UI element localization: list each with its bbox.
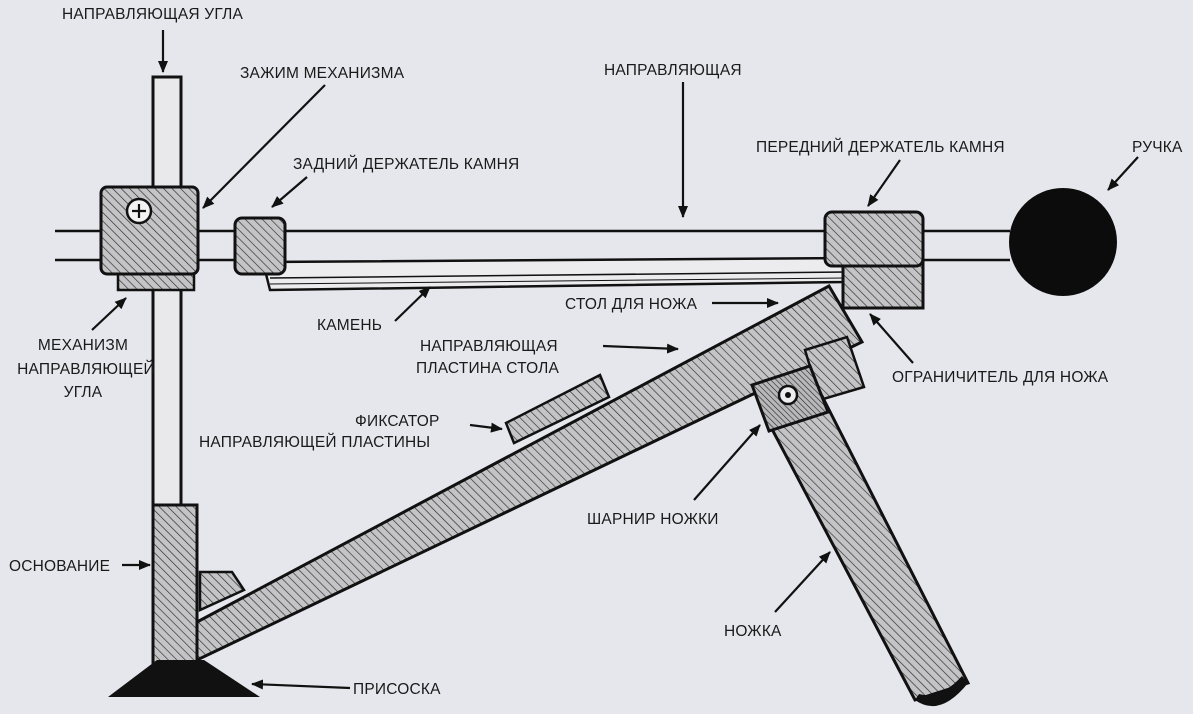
- label-table-guide-plate-2: ПЛАСТИНА СТОЛА: [416, 360, 560, 377]
- handle-knob: [1009, 188, 1117, 296]
- arrow-stone: [394, 286, 431, 322]
- label-angle-guide: НАПРАВЛЯЮЩАЯ УГЛА: [62, 6, 243, 23]
- label-rear-stone-holder: ЗАДНИЙ ДЕРЖАТЕЛЬ КАМНЯ: [293, 155, 519, 173]
- label-table-guide-plate-1: НАПРАВЛЯЮЩАЯ: [420, 338, 558, 355]
- rear-stone-holder: [233, 216, 287, 276]
- arrow-leg: [774, 551, 831, 613]
- label-angle-guide-mechanism-1: МЕХАНИЗМ: [38, 337, 128, 354]
- label-leg: НОЖКА: [724, 623, 782, 640]
- labels: НАПРАВЛЯЮЩАЯ УГЛА ЗАЖИМ МЕХАНИЗМА НАПРАВ…: [9, 6, 1183, 698]
- label-mechanism-clamp: ЗАЖИМ МЕХАНИЗМА: [240, 65, 405, 82]
- guide-plate-lock: [504, 373, 611, 445]
- label-guide-plate-lock-1: ФИКСАТОР: [355, 413, 440, 430]
- arrow-suction-cup: [251, 679, 351, 690]
- label-stone: КАМЕНЬ: [317, 317, 382, 334]
- label-front-stone-holder: ПЕРЕДНИЙ ДЕРЖАТЕЛЬ КАМНЯ: [756, 138, 1005, 156]
- label-suction-cup: ПРИСОСКА: [353, 681, 441, 698]
- arrow-angle-guide-mechanism: [91, 297, 127, 331]
- arrow-rear-stone-holder: [271, 176, 308, 208]
- label-base: ОСНОВАНИЕ: [9, 558, 110, 575]
- arrow-table-guide-plate: [602, 343, 679, 354]
- label-knife-table: СТОЛ ДЛЯ НОЖА: [565, 296, 698, 313]
- angle-guide-post: [151, 75, 183, 509]
- label-leg-hinge: ШАРНИР НОЖКИ: [587, 511, 719, 528]
- label-angle-guide-mechanism-2: НАПРАВЛЯЮЩЕЙ: [17, 360, 155, 378]
- leg-hinge: [750, 364, 830, 433]
- stone: [261, 256, 854, 292]
- arrow-knife-stop: [869, 313, 914, 364]
- label-guide-plate-lock-2: НАПРАВЛЯЮЩЕЙ ПЛАСТИНЫ: [199, 433, 430, 451]
- arrow-guide-plate-lock: [469, 422, 503, 433]
- knife-table-arm: [195, 284, 865, 663]
- label-guide: НАПРАВЛЯЮЩАЯ: [604, 62, 742, 79]
- base-block: [151, 503, 199, 665]
- suction-cup: [108, 660, 260, 697]
- label-knife-stop: ОГРАНИЧИТЕЛЬ ДЛЯ НОЖА: [892, 369, 1109, 386]
- label-angle-guide-mechanism-3: УГЛА: [64, 384, 103, 401]
- arrow-leg-hinge: [693, 424, 761, 501]
- angle-guide-mechanism: [99, 185, 200, 292]
- label-handle: РУЧКА: [1132, 139, 1183, 156]
- arm-support-wedge: [198, 570, 246, 612]
- leg: [761, 394, 971, 707]
- leader-arrows: [91, 30, 1139, 690]
- front-stone-holder: [823, 210, 925, 310]
- arrow-mechanism-clamp: [202, 84, 326, 209]
- arrow-front-stone-holder: [867, 159, 901, 207]
- arrow-handle: [1107, 156, 1139, 191]
